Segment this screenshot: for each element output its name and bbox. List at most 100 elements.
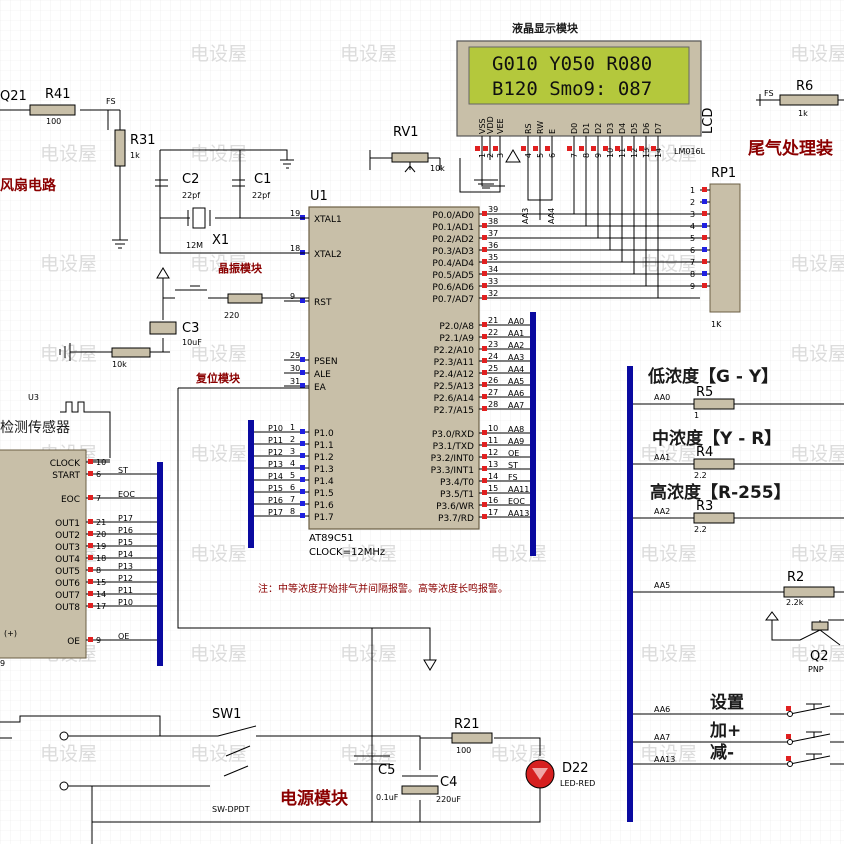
pin-marker xyxy=(603,146,608,151)
lcd-pin-name: D3 xyxy=(606,123,615,134)
pin-marker xyxy=(702,187,707,192)
p0-wire xyxy=(505,158,700,299)
lcd-pin-name: RW xyxy=(536,121,545,134)
pin-marker xyxy=(482,211,487,216)
pin-marker xyxy=(493,146,498,151)
pin-marker xyxy=(88,579,93,584)
watermark: 电设屋 xyxy=(190,643,247,665)
sensor-pin-number: 14 xyxy=(96,590,106,599)
button-wire xyxy=(633,703,844,715)
p0-wire xyxy=(505,158,700,275)
mcu-pin-number: 37 xyxy=(488,229,498,238)
resistor-value: 2.2 xyxy=(694,471,707,480)
pin-marker xyxy=(88,603,93,608)
button-contact[interactable] xyxy=(787,739,793,745)
mcu-pin-number: 35 xyxy=(488,253,498,262)
watermark: 电设屋 xyxy=(190,43,247,65)
p1-net-label: P12 xyxy=(268,448,283,457)
sensor-pin-number: 21 xyxy=(96,518,106,527)
lcd-pin-name: VEE xyxy=(496,118,505,134)
mcu-pin-number: 23 xyxy=(488,340,498,349)
transistor-q2[interactable] xyxy=(633,586,844,646)
pin-marker xyxy=(300,429,305,434)
pin-marker xyxy=(482,466,487,471)
button-net: AA13 xyxy=(654,755,675,764)
mcu-pin-number: 34 xyxy=(488,265,498,274)
sensor-pin-number: 18 xyxy=(96,554,106,563)
resistor-net: AA0 xyxy=(654,393,670,402)
r41-ref: R41 xyxy=(45,87,71,102)
mcu-pin-name: P1.4 xyxy=(314,477,334,487)
resistor-ref: R5 xyxy=(696,385,713,400)
lcd-pin-name: E xyxy=(548,129,557,134)
watermark: 电设屋 xyxy=(640,443,697,465)
resistor-ref: R3 xyxy=(696,499,713,514)
lcd-pin-name: D2 xyxy=(594,123,603,134)
mcu-at89c51[interactable]: U1 AT89C51 CLOCK=12MHz XTAL119XTAL218RST… xyxy=(254,189,530,558)
mcu-pin-name: P3.4/T0 xyxy=(440,478,474,488)
sensor-net-label: P10 xyxy=(118,598,133,607)
clock-wire xyxy=(90,411,111,461)
pin-marker xyxy=(482,442,487,447)
mcu-net-label: AA5 xyxy=(508,377,524,386)
power-module[interactable] xyxy=(0,628,541,844)
sensor-pin-number: 9 xyxy=(96,636,101,645)
mcu-pin-number: 4 xyxy=(290,459,295,468)
watermark: 电设屋 xyxy=(40,343,97,365)
pin-marker xyxy=(702,223,707,228)
mcu-pin-number: 10 xyxy=(488,424,498,433)
mcu-pin-name: P1.6 xyxy=(314,501,334,511)
pin-marker xyxy=(482,346,487,351)
mcu-pin-number: 13 xyxy=(488,460,498,469)
c1-ref: C1 xyxy=(254,172,271,187)
power-module-label: 电源模块 xyxy=(280,788,349,809)
mcu-pin-number: 29 xyxy=(290,351,300,360)
mcu-pin-name: EA xyxy=(314,383,327,393)
lcd-pin-number: 13 xyxy=(642,148,651,158)
lcd-line2: B120 Smo9: 087 xyxy=(492,78,652,100)
r10k-value: 10k xyxy=(112,360,127,369)
bus-right xyxy=(627,366,633,822)
mcu-pin-name: P2.5/A13 xyxy=(434,382,474,392)
watermark: 电设屋 xyxy=(790,343,844,365)
sensor-net-label: P16 xyxy=(118,526,133,535)
pin-marker xyxy=(702,283,707,288)
pin-marker xyxy=(702,211,707,216)
lcd-pin-name: D4 xyxy=(618,123,627,134)
mcu-body xyxy=(308,206,480,530)
p1-net-label: P13 xyxy=(268,460,283,469)
pin-marker xyxy=(88,519,93,524)
mcu-pin-number: 7 xyxy=(290,495,295,504)
mcu-pin-name: P2.1/A9 xyxy=(439,334,474,344)
pin-marker xyxy=(702,235,707,240)
pin-marker xyxy=(300,477,305,482)
mcu-net-label: AA0 xyxy=(508,317,524,326)
mcu-pin-name: PSEN xyxy=(314,357,338,367)
mcu-net-label: AA1 xyxy=(508,329,524,338)
mcu-net-label: FS xyxy=(508,473,518,482)
sensor-pin-number: 7 xyxy=(96,494,101,503)
button-wire xyxy=(633,753,844,765)
rp1-pin-number: 1 xyxy=(690,186,695,195)
lcd-module[interactable]: 液晶显示模块 G010 Y050 R080 B120 Smo9: 087 LCD… xyxy=(456,21,716,158)
button-contact[interactable] xyxy=(787,711,793,717)
p1-net-label: P11 xyxy=(268,436,283,445)
sensor-net-label: P17 xyxy=(118,514,133,523)
mcu-pin-name: P0.3/AD3 xyxy=(432,247,474,257)
sensor-net-label: P11 xyxy=(118,586,133,595)
fan-circuit xyxy=(0,104,128,249)
pin-marker xyxy=(482,223,487,228)
mcu-pin-number: 38 xyxy=(488,217,498,226)
bus-sensor xyxy=(157,462,163,666)
mcu-pin-name: P3.3/INT1 xyxy=(431,466,474,476)
lcd-pin-name: D6 xyxy=(642,123,651,134)
watermark: 电设屋 xyxy=(490,543,547,565)
sensor-pin-name: OUT2 xyxy=(55,531,80,541)
potentiometer-rv1[interactable] xyxy=(369,150,501,193)
mcu-net-label: AA9 xyxy=(508,437,524,446)
mcu-pin-number: 15 xyxy=(488,484,498,493)
resistor-body xyxy=(693,398,735,410)
sensor-label: 检测传感器 xyxy=(0,419,70,436)
button-contact[interactable] xyxy=(787,761,793,767)
